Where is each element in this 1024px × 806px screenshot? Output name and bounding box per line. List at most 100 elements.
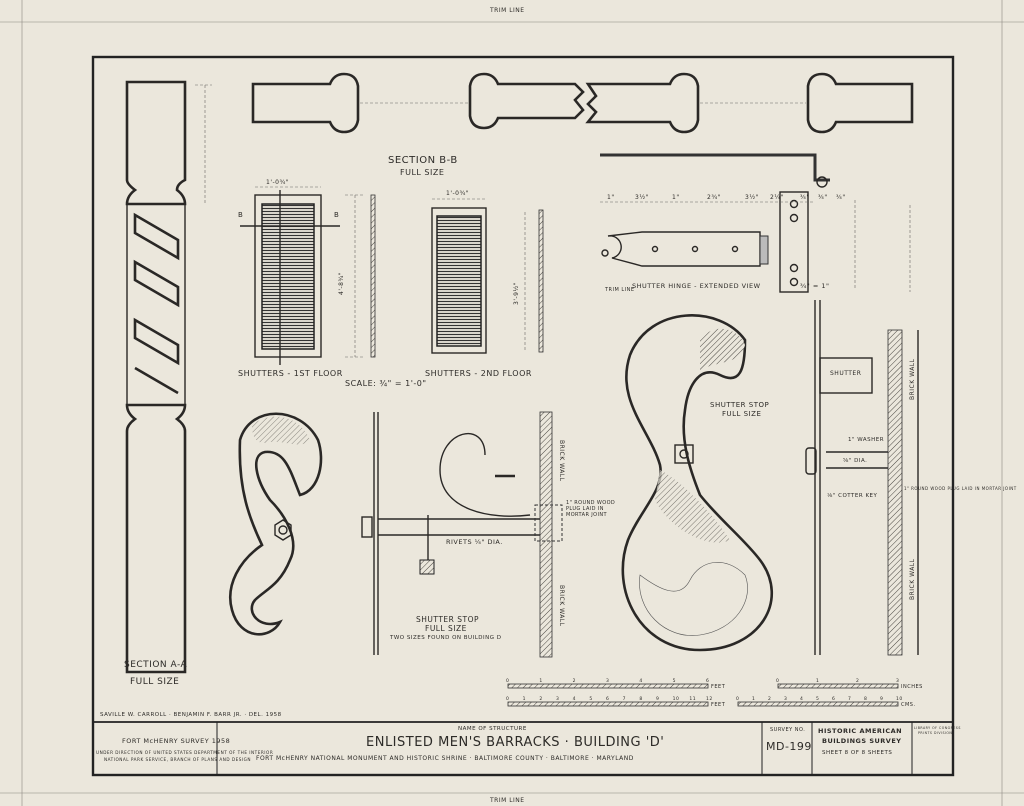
hinge-scale: ¾" = 1" xyxy=(800,282,830,290)
scale-tick-label: 4 xyxy=(639,678,642,684)
shutters-1st-width-dim: 1'-0¾" xyxy=(266,179,289,186)
stop-left-note: TWO SIZES FOUND ON BUILDING D xyxy=(389,635,501,641)
scale-tick-label: 1 xyxy=(539,678,542,684)
trim-line-label-bottom: TRIM LINE xyxy=(489,797,525,804)
brick-wall-label-1: BRICK WALL xyxy=(558,440,565,482)
brick-wall-label-4: BRICK WALL xyxy=(909,558,916,600)
scale-tick-label: 8 xyxy=(864,696,867,702)
washer-label: 1" WASHER xyxy=(848,437,884,443)
scale-unit-label: FEET xyxy=(711,684,726,690)
survey-no: MD-199 xyxy=(766,740,812,753)
scale-bar-left_bottom xyxy=(507,701,709,707)
brick-wall-label-2: BRICK WALL xyxy=(558,585,565,627)
sheet-border xyxy=(91,55,955,777)
structure-location: FORT McHENRY NATIONAL MONUMENT AND HISTO… xyxy=(256,755,634,762)
svg-text:¾": ¾" xyxy=(818,194,828,201)
svg-text:3½": 3½" xyxy=(635,194,649,201)
brick-wall-label-3: BRICK WALL xyxy=(909,358,916,400)
section-aa-drawing: SECTION A-A FULL SIZE xyxy=(124,80,212,687)
scale-tick-label: 6 xyxy=(606,696,609,702)
section-aa-subtitle: FULL SIZE xyxy=(130,677,179,687)
section-bb-drawing: SECTION B-B FULL SIZE xyxy=(251,72,914,177)
scale-tick-label: 11 xyxy=(689,696,696,702)
section-aa-title: SECTION A-A xyxy=(124,660,188,670)
svg-text:2¼": 2¼" xyxy=(770,194,784,201)
svg-text:2¾": 2¾" xyxy=(707,194,721,201)
scale-tick-label: 1 xyxy=(816,678,819,684)
scale-tick-label: 1 xyxy=(752,696,755,702)
stop-left-subtitle: FULL SIZE xyxy=(425,624,467,633)
svg-text:¾": ¾" xyxy=(800,194,810,201)
shutters-1st-title: SHUTTERS - 1ST FLOOR xyxy=(238,369,343,378)
scale-tick-label: 9 xyxy=(880,696,883,702)
svg-text:¾": ¾" xyxy=(836,194,846,201)
svg-text:1": 1" xyxy=(672,194,680,201)
hinge-title: SHUTTER HINGE - EXTENDED VIEW xyxy=(632,282,761,290)
shutters-2nd-width-dim: 1'-0¾" xyxy=(446,190,469,197)
shutter-stop-left-drawing xyxy=(229,412,323,636)
hinge-dims: 1" 3½" 1" 2¾" 3½" 2¼" ¾" ¾" ¾" xyxy=(607,194,846,201)
scale-tick-label: 3 xyxy=(556,696,559,702)
scale-tick-label: 2 xyxy=(856,678,859,684)
scale-tick-label: 5 xyxy=(673,678,676,684)
scale-tick-label: 9 xyxy=(656,696,659,702)
shutter-stop-section-right: SHUTTER 1" WASHER ⅝" DIA. ⅛" COTTER KEY … xyxy=(805,300,1016,656)
trim-line-label-top: TRIM LINE xyxy=(489,7,525,14)
shutters-2nd-floor-drawing: 1'-0¾" 3'-9½" SHUTTERS - 2ND FLOOR SCALE… xyxy=(345,190,544,388)
scale-tick-label: 7 xyxy=(623,696,626,702)
scale-tick-label: 4 xyxy=(800,696,803,702)
dia-label: ⅝" DIA. xyxy=(843,458,867,464)
scale-tick-label: 7 xyxy=(848,696,851,702)
scale-tick-label: 10 xyxy=(673,696,680,702)
title-block: SAVILLE W. CARROLL · BENJAMIN F. BARR JR… xyxy=(93,712,961,775)
svg-text:B: B xyxy=(238,211,243,219)
shutter-stop-section-left: RIVETS ¼" DIA. BRICK WALL BRICK WALL SHU… xyxy=(361,411,565,658)
scale-bar-right_bottom xyxy=(737,701,899,707)
scale-tick-label: 2 xyxy=(539,696,542,702)
scale-tick-label: 1 xyxy=(523,696,526,702)
scale-tick-label: 3 xyxy=(784,696,787,702)
structure-name: ENLISTED MEN'S BARRACKS · BUILDING 'D' xyxy=(366,735,664,750)
scale-bar-right_top xyxy=(777,683,899,689)
hinge-drawing: 1" 3½" 1" 2¾" 3½" 2¼" ¾" ¾" ¾" SHUTTER H… xyxy=(600,153,911,293)
shutters-2nd-height-dim: 3'-9½" xyxy=(513,282,520,305)
stop-right-subtitle: FULL SIZE xyxy=(722,410,761,418)
shutter-scale: SCALE: ¾" = 1'-0" xyxy=(345,379,427,388)
scale-tick-label: 8 xyxy=(639,696,642,702)
survey-name: FORT McHENRY SURVEY 1958 xyxy=(122,737,230,745)
scale-unit-label: CMS. xyxy=(901,702,916,708)
scale-tick-label: 5 xyxy=(816,696,819,702)
svg-text:3½": 3½" xyxy=(745,194,759,201)
direction-line-2: NATIONAL PARK SERVICE, BRANCH OF PLANS A… xyxy=(104,757,251,762)
scale-bar-left_top xyxy=(507,683,709,689)
shutters-1st-floor-drawing: B B 1'-0¾" 4'-8¾" SHUTTERS - 1ST FLOOR xyxy=(238,179,376,378)
direction-line-1: UNDER DIRECTION OF UNITED STATES DEPARTM… xyxy=(96,750,273,755)
shutters-1st-height-dim: 4'-8¾" xyxy=(338,272,345,295)
library-line-1: LIBRARY OF CONGRESS xyxy=(914,726,961,730)
trim-line-label-mid: TRIM LINE xyxy=(604,287,635,293)
plug-label-left: 1" ROUND WOOD PLUG LAID IN MORTAR JOINT xyxy=(566,500,616,518)
habs-line-2: BUILDINGS SURVEY xyxy=(822,737,901,745)
section-bb-subtitle: FULL SIZE xyxy=(400,168,444,177)
scale-tick-label: 10 xyxy=(896,696,903,702)
scale-tick-label: 6 xyxy=(706,678,709,684)
scale-unit-label: FEET xyxy=(711,702,726,708)
scale-tick-label: 0 xyxy=(776,678,779,684)
sheet-info: SHEET 8 OF 8 SHEETS xyxy=(822,750,892,756)
shutters-2nd-title: SHUTTERS - 2ND FLOOR xyxy=(425,369,532,378)
survey-no-label: SURVEY NO. xyxy=(770,727,805,733)
scale-tick-label: 3 xyxy=(896,678,899,684)
library-line-2: PRINTS DIVISION xyxy=(918,731,952,735)
rivets-label: RIVETS ¼" DIA. xyxy=(446,538,503,546)
svg-text:B: B xyxy=(334,211,339,219)
scale-tick-label: 0 xyxy=(506,678,509,684)
scale-tick-label: 6 xyxy=(832,696,835,702)
scale-tick-label: 12 xyxy=(706,696,713,702)
svg-text:1": 1" xyxy=(607,194,615,201)
section-bb-title: SECTION B-B xyxy=(388,155,458,166)
scale-tick-label: 2 xyxy=(573,678,576,684)
stop-left-title: SHUTTER STOP xyxy=(416,615,479,624)
name-of-structure-label: NAME OF STRUCTURE xyxy=(458,726,527,732)
